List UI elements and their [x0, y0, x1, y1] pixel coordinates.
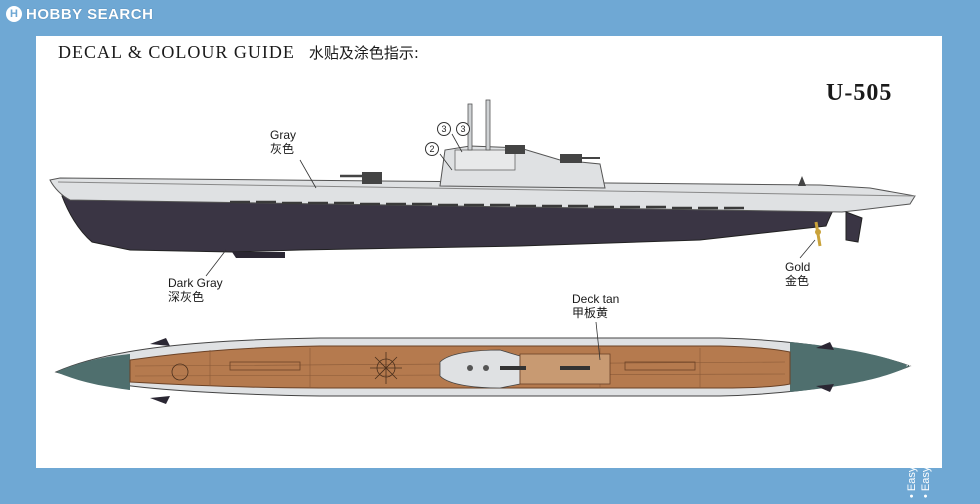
bridge-block [454, 149, 516, 171]
periscope-2 [485, 99, 491, 151]
hobby-search-logo-icon: H [6, 6, 22, 22]
side-note-2-en: • Easy to paint [920, 427, 932, 498]
deck-gun-mount [362, 172, 382, 184]
side-note-line-1: • Easy to assemble 容易组装 [905, 356, 919, 498]
label-gray: Gray 灰色 [270, 128, 296, 156]
side-note-2-cn: 容易涂色 [919, 379, 932, 424]
top-view [54, 321, 912, 404]
bow-plane-2 [816, 384, 834, 392]
side-note-line-2: • Easy to paint 容易涂色 [919, 356, 933, 498]
tower-gun [505, 145, 525, 154]
label-gray-cn: 灰色 [270, 142, 295, 156]
periscope-top-2 [483, 365, 489, 371]
watermark-text: HOBBY SEARCH [26, 5, 154, 23]
aft-aa-gun [560, 154, 582, 163]
tower-gun-top-2 [560, 366, 590, 370]
deck-line [57, 181, 916, 197]
side-note-1-cn: 容易组装 [905, 356, 918, 401]
side-note: • Easy to assemble 容易组装 • Easy to paint 容易… [905, 356, 933, 498]
stern-plane-2 [150, 396, 170, 404]
fwd-hatch [624, 361, 696, 371]
callout-leader-2 [439, 153, 453, 171]
label-deck-tan: Deck tan 甲板黄 [572, 292, 619, 320]
aft-gun-ring [171, 363, 189, 381]
upper-hull-gray [49, 177, 916, 213]
bow-plane [816, 342, 834, 350]
hobby-search-watermark: H HOBBY SEARCH [6, 4, 153, 24]
gray-leader [299, 159, 317, 189]
side-profile [49, 99, 916, 277]
deck-gun-sunburst [370, 352, 402, 384]
label-deck-tan-cn: 甲板黄 [572, 306, 609, 320]
title-english: DECAL & COLOUR GUIDE [58, 42, 295, 62]
title-chinese: 水贴及涂色指示: [308, 44, 419, 62]
label-gold-en: Gold [785, 260, 811, 274]
page-title: DECAL & COLOUR GUIDE 水贴及涂色指示: [58, 42, 419, 63]
label-gray-en: Gray [270, 128, 297, 142]
label-dark-gray: Dark Gray 深灰色 [168, 276, 223, 304]
gold-leader [799, 239, 816, 259]
keel [232, 252, 285, 258]
callout-number-icon: 3 [456, 122, 470, 136]
dark-gray-leader [205, 249, 227, 277]
stern-plane [150, 338, 170, 346]
bow-tip [56, 354, 130, 390]
tower-gun-top-1 [500, 366, 526, 370]
limber-holes [230, 200, 744, 210]
rudder [845, 211, 863, 243]
label-dark-gray-en: Dark Gray [168, 276, 223, 290]
model-name: U-505 [826, 80, 893, 106]
stern-mast [798, 176, 806, 186]
callout-leader-1 [451, 133, 463, 153]
side-note-1-en: • Easy to assemble [906, 404, 918, 498]
deck-tan-leader [595, 321, 601, 361]
aft-hatch [229, 361, 301, 371]
callout-number-icon: 3 [437, 122, 451, 136]
stern-tip [790, 342, 910, 392]
label-gold: Gold 金色 [785, 260, 810, 288]
label-dark-gray-cn: 深灰色 [168, 290, 205, 304]
label-deck-tan-en: Deck tan [572, 292, 620, 306]
periscope-top-1 [467, 365, 473, 371]
propeller [814, 221, 822, 247]
label-gold-cn: 金色 [785, 274, 810, 288]
callout-number-icon: 2 [425, 142, 439, 156]
